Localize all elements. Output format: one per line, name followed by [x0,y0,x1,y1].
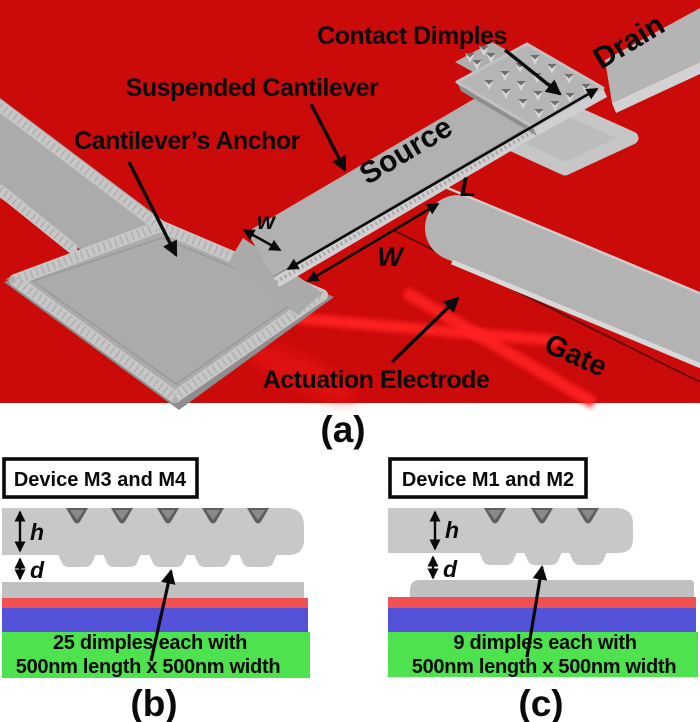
electrode-width-dimension-line [306,202,440,283]
electrode-layer-gray [410,580,694,598]
layer-red [388,597,696,608]
panel-a-tag: (a) [320,409,365,450]
panel-b-caption-line1: 25 dimples each with [53,632,247,654]
device-m1-m2-label: Device M1 and M2 [402,469,574,491]
length-dimension-label: L [460,172,477,202]
panel-c-caption-line1: 9 dimples each with [453,632,636,654]
beam-width-dimension-line [242,228,282,252]
panel-b-cross-section: Device M3 and M4 h d 25 dimples each wit… [2,457,310,722]
device-m3-m4-label: Device M3 and M4 [14,469,187,491]
panel-c-caption-arrow [525,564,548,658]
arm-ridge-texture [0,102,159,228]
electrode-beam-bottom-edge [451,259,700,369]
cantilevers-anchor-label: Cantilever’s Anchor [74,127,301,155]
panel-c-tag: (c) [518,683,563,722]
device-m3-m4-box [2,457,199,499]
electrode-glow-2 [401,286,598,409]
bottom-dimple-bumps [479,552,607,565]
plate-step [455,42,510,72]
actuation-electrode-arrow [390,296,460,364]
electrode-layer-gray [2,582,304,598]
panel-b-tag: (b) [130,683,177,722]
panel-c-cross-section: Device M1 and M2 h d 9 dimples each with… [388,457,698,722]
suspended-cantilever-label: Suspended Cantilever [126,74,379,102]
gap-label-b: d [30,557,45,583]
drain-beam-top [605,8,700,103]
contact-dimples-arrow [503,48,562,96]
panel-c-caption-line2: 500nm length x 500nm width [412,656,677,678]
electrode-width-dimension-label: W [377,242,405,272]
thickness-label: h [30,519,44,545]
panel-b-caption-arrow [149,568,176,662]
panel-a-annotations: Contact Dimples Suspended Cantilever Can… [74,8,670,394]
arm-bottom-ridge [0,184,78,254]
anchor-rim-texture [5,221,332,403]
layer-red [2,598,308,608]
layer-blue [2,608,308,632]
panel-a-3d-view: Contact Dimples Suspended Cantilever Can… [0,0,700,450]
electrode-glow-4 [243,342,357,402]
contact-dimples-label: Contact Dimples [317,22,507,50]
cantilever-cross-section [388,508,633,553]
panel-b-caption-line2: 500nm length x 500nm width [16,656,281,678]
beam-width-dimension-label: w [257,208,277,234]
bottom-dimple-bumps [58,554,277,567]
layer-green [388,632,698,677]
thickness-label: h [445,517,459,543]
actuation-electrode-label: Actuation Electrode [263,366,490,394]
drain-beam [605,8,700,113]
device-m1-m2-box [388,457,588,499]
gap-label: d [443,556,458,582]
drain-beam-sidewall [612,62,700,113]
cantilevers-anchor-arrow [127,161,178,257]
layer-blue [388,608,696,632]
